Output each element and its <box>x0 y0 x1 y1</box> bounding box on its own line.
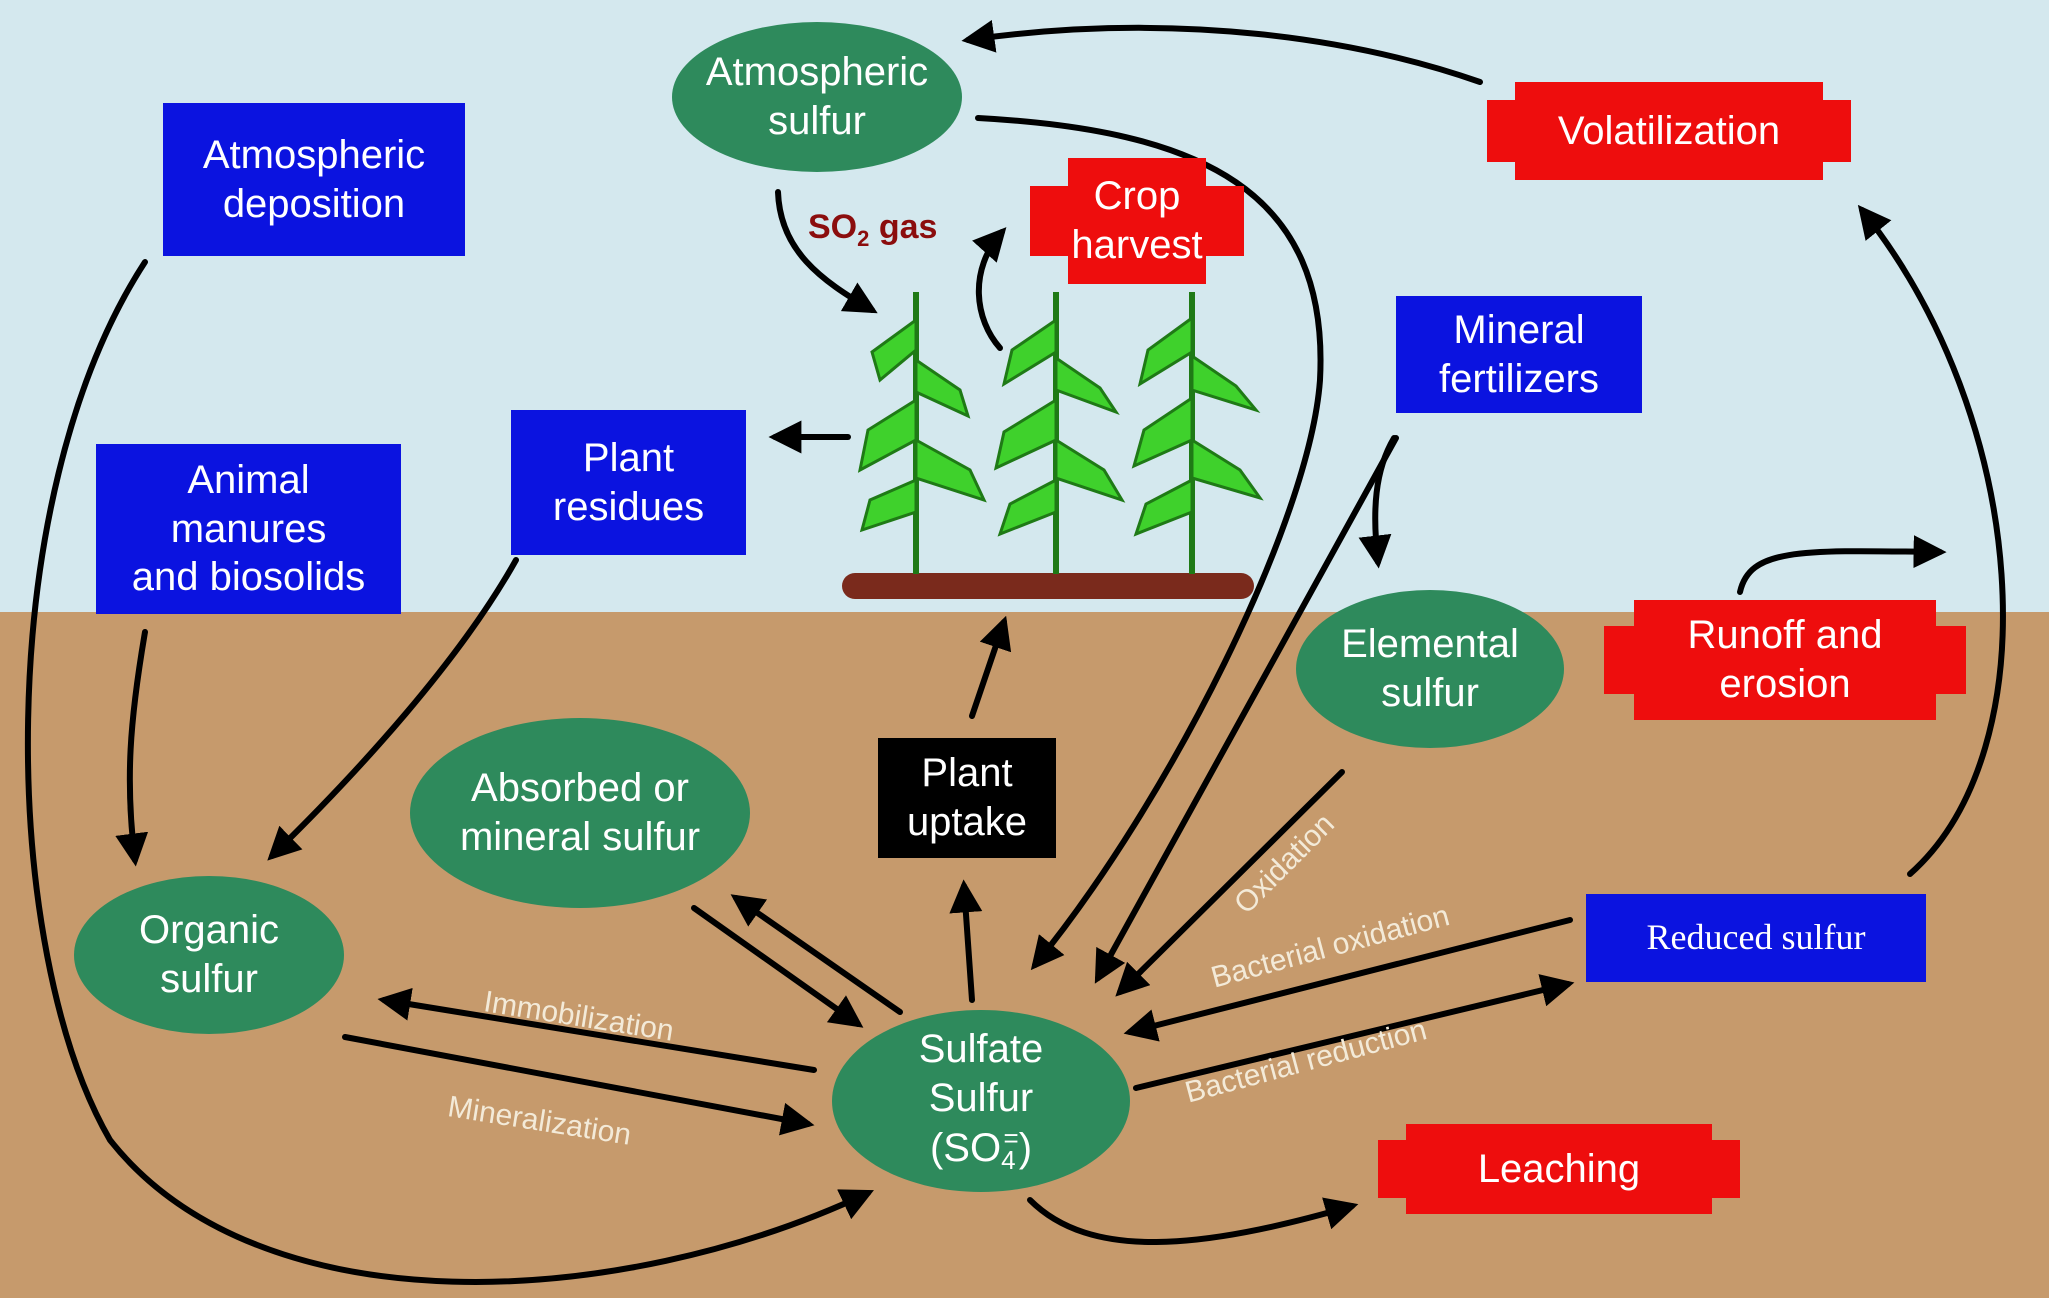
so2-gas-word: gas <box>878 208 938 246</box>
sulfate-sulfur-node: Sulfate Sulfur (SO4=) <box>832 1010 1130 1192</box>
reduced-sulfur-box: Reduced sulfur <box>1586 894 1926 982</box>
so2-gas-label: SO2 gas <box>808 208 937 252</box>
atmospheric-deposition-label: Atmospheric deposition <box>202 132 426 226</box>
sulfate-formula-subscript: 4 <box>1001 1144 1016 1175</box>
volatilization-box: Volatilization <box>1487 82 1851 180</box>
arrow-deposition-to-sulfate <box>24 259 874 1285</box>
arrow-fertilizers-to-sulfate <box>1094 435 1399 984</box>
arrow-bacterial-reduction <box>1133 974 1575 1091</box>
mineral-fertilizers-box: Mineral fertilizers <box>1396 296 1642 413</box>
leaching-label: Leaching <box>1477 1146 1641 1191</box>
arrow-reduced-to-volatilization <box>1857 204 2006 877</box>
crop-harvest-box: Crop harvest <box>1030 158 1244 284</box>
elemental-sulfur-node: Elemental sulfur <box>1296 590 1564 748</box>
leaching-box: Leaching <box>1378 1124 1740 1214</box>
soil-bar-icon <box>842 573 1254 599</box>
runoff-erosion-box: Runoff and erosion <box>1604 600 1966 720</box>
arrow-so2-to-plants <box>775 189 878 314</box>
arrow-bacterial-oxidation <box>1123 917 1573 1042</box>
arrow-volatilization-to-atmosphere <box>961 19 1483 85</box>
arrow-sulfate-to-absorbed <box>730 894 903 1015</box>
crop-harvest-label: Crop harvest <box>1071 174 1203 267</box>
arrow-immobilization <box>377 987 817 1073</box>
corn-plant-icon <box>993 292 1126 574</box>
arrow-runoff <box>1737 535 1947 595</box>
plant-residues-label: Plant residues <box>552 435 705 529</box>
atmospheric-deposition-box: Atmospheric deposition <box>163 103 465 256</box>
so2-formula: SO <box>808 208 858 246</box>
runoff-erosion-label: Runoff and erosion <box>1687 613 1883 706</box>
arrow-absorbed-to-sulfate <box>691 905 864 1028</box>
sulfate-formula-close: ) <box>1018 1125 1033 1170</box>
arrow-sulfate-to-uptake <box>949 879 983 1003</box>
organic-sulfur-node: Organic sulfur <box>74 876 344 1034</box>
sulfate-formula-charge: = <box>1003 1122 1019 1153</box>
absorbed-mineral-sulfur-node: Absorbed or mineral sulfur <box>410 718 750 908</box>
sulfate-sulfur-label: Sulfate Sulfur <box>918 1027 1044 1121</box>
so2-subscript: 2 <box>857 225 870 251</box>
absorbed-mineral-sulfur-label: Absorbed or mineral sulfur <box>459 766 701 859</box>
corn-plant-icon <box>857 292 987 574</box>
arrow-uptake-to-plants <box>969 615 1012 719</box>
atmospheric-sulfur-node: Atmospheric sulfur <box>672 22 962 172</box>
atmospheric-sulfur-label: Atmospheric sulfur <box>705 50 929 143</box>
volatilization-label: Volatilization <box>1557 108 1781 153</box>
animal-manures-box: Animal manures and biosolids <box>96 444 401 614</box>
arrow-mineralization <box>342 1034 815 1136</box>
arrow-manures-to-organic <box>115 629 149 867</box>
plant-uptake-label: Plant uptake <box>906 751 1028 844</box>
arrow-oxidation <box>1115 769 1345 997</box>
arrow-plants-to-harvest <box>972 227 1007 351</box>
sulfate-formula: (SO4=) <box>930 1123 1032 1177</box>
corn-plant-icon <box>1131 292 1264 574</box>
arrow-leaching <box>1027 1197 1359 1245</box>
mineral-fertilizers-label: Mineral fertilizers <box>1438 307 1600 401</box>
arrow-atmosphere-to-sulfate <box>975 115 1324 971</box>
sulfate-formula-main: (SO <box>929 1125 1002 1170</box>
arrow-residues-to-organic <box>267 557 519 861</box>
organic-sulfur-label: Organic sulfur <box>138 908 280 1001</box>
plant-residues-box: Plant residues <box>511 410 746 555</box>
animal-manures-label: Animal manures and biosolids <box>131 457 366 600</box>
elemental-sulfur-label: Elemental sulfur <box>1341 622 1519 715</box>
reduced-sulfur-label: Reduced sulfur <box>1646 917 1866 958</box>
plant-uptake-box: Plant uptake <box>878 738 1056 858</box>
